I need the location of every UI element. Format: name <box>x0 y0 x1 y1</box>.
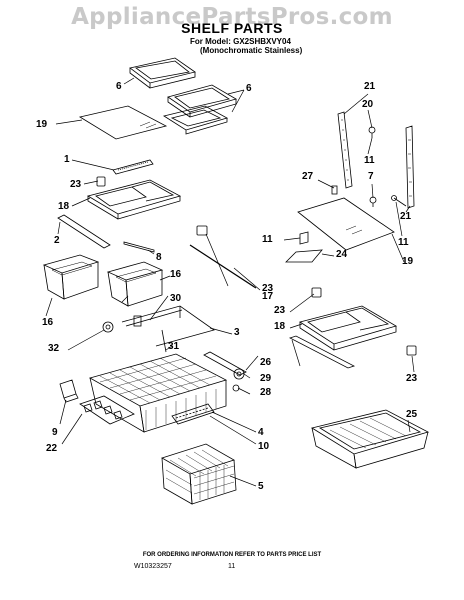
part-26-trim-strip <box>203 351 247 376</box>
callout-20: 20 <box>362 99 374 110</box>
part-3-slide-frame <box>121 305 215 347</box>
part-24-shelf-bracket <box>285 249 323 263</box>
callout-16: 16 <box>170 269 182 280</box>
part-6-shelf-frame <box>129 57 196 89</box>
page-title: SHELF PARTS <box>181 20 283 36</box>
part-32-roller <box>102 321 114 333</box>
part-5-wire-basket <box>161 443 237 505</box>
callout-17: 17 <box>262 291 274 302</box>
callout-25: 25 <box>406 409 418 420</box>
callout-24: 24 <box>336 249 348 260</box>
document-number: W10323257 <box>134 563 172 570</box>
part-4-basket-trim <box>171 403 215 425</box>
part-6-shelf-set <box>162 84 238 135</box>
part-26-trim-strip-right <box>288 335 356 369</box>
callout-2: 2 <box>54 235 60 246</box>
part-23-bracket-left <box>96 176 106 187</box>
part-18-crisper-cover-right <box>299 305 398 351</box>
part-16-crisper-right <box>106 261 164 307</box>
callout-22: 22 <box>46 443 58 454</box>
part-23-bracket-lower-right <box>406 345 417 356</box>
part-9-tray <box>59 379 79 403</box>
callout-27: 27 <box>302 171 314 182</box>
part-19-glass-panel-right <box>297 197 395 251</box>
part-18-crisper-cover-left <box>86 179 182 220</box>
callout-6: 6 <box>246 83 252 94</box>
callout-19: 19 <box>36 119 48 130</box>
page-number: 11 <box>228 563 236 570</box>
part-21-mounting-bracket-right <box>405 125 415 209</box>
callout-21: 21 <box>400 211 412 222</box>
model-variant: (Monochromatic Stainless) <box>200 46 303 55</box>
part-27-clip <box>331 185 338 195</box>
model-info: For Model: GX2SHBXVY04 (Monochromatic St… <box>190 37 302 55</box>
ordering-note: FOR ORDERING INFORMATION REFER TO PARTS … <box>142 552 322 558</box>
callout-23: 23 <box>274 305 286 316</box>
callout-23: 23 <box>70 179 82 190</box>
part-11-pin <box>299 231 309 245</box>
callout-26: 26 <box>260 357 272 368</box>
part-21-mounting-bracket-left <box>337 111 353 189</box>
callout-11: 11 <box>262 234 273 245</box>
callout-9: 9 <box>52 427 58 438</box>
callout-29: 29 <box>260 373 272 384</box>
callout-16: 16 <box>42 317 54 328</box>
part-17-rod <box>189 244 257 289</box>
callout-21: 21 <box>364 81 376 92</box>
part-30-clip <box>133 315 142 327</box>
model-number: For Model: GX2SHBXVY04 <box>190 37 291 46</box>
part-16-crisper-left <box>42 254 100 300</box>
part-11-screw-right <box>391 195 407 207</box>
part-23-bracket-center <box>196 225 208 236</box>
callout-31: 31 <box>168 341 180 352</box>
callout-18: 18 <box>274 321 286 332</box>
part-23-bracket-right <box>311 287 322 298</box>
part-2-trim-strip <box>57 214 111 249</box>
part-8-clip <box>123 241 155 253</box>
part-large-wire-basket <box>88 353 228 433</box>
part-28-cap <box>232 384 240 392</box>
callout-11: 11 <box>398 237 409 248</box>
part-31-rail <box>161 329 167 353</box>
callout-23: 23 <box>262 283 274 294</box>
callout-3: 3 <box>234 327 240 338</box>
callout-23: 23 <box>406 373 418 384</box>
part-1-shelf-trim <box>112 159 154 175</box>
callout-8: 8 <box>156 252 162 263</box>
callout-6: 6 <box>116 81 122 92</box>
part-22-panel <box>79 395 135 425</box>
part-7-screw <box>369 196 377 207</box>
callout-19: 19 <box>402 256 414 267</box>
callout-30: 30 <box>170 293 182 304</box>
callout-28: 28 <box>260 387 272 398</box>
callout-18: 18 <box>58 201 70 212</box>
part-25-deli-drawer <box>310 409 430 469</box>
callout-10: 10 <box>258 441 270 452</box>
callout-32: 32 <box>48 343 60 354</box>
part-19-glass-panel <box>78 105 168 140</box>
callout-1: 1 <box>64 154 70 165</box>
callout-11: 11 <box>364 155 375 166</box>
callout-7: 7 <box>368 171 374 182</box>
callout-5: 5 <box>258 481 264 492</box>
callout-4: 4 <box>258 427 264 438</box>
watermark: AppliancePartsPros.com <box>71 4 393 30</box>
part-11-screw-top <box>368 126 376 138</box>
